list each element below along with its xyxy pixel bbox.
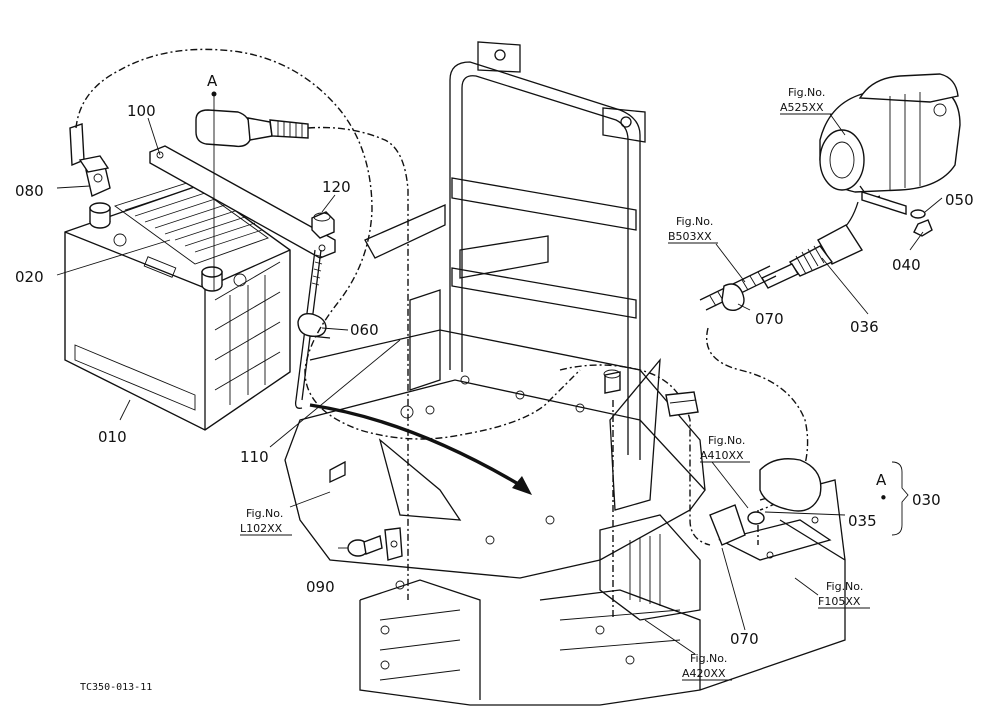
callout-a-top: A — [207, 72, 218, 90]
negative-terminal — [69, 123, 111, 197]
starter-motor — [819, 73, 961, 201]
part-label-070-bottom: 070 — [730, 630, 759, 648]
cable-clamp — [297, 312, 331, 339]
part-label-020: 020 — [15, 268, 44, 286]
svg-text:A410XX: A410XX — [700, 449, 744, 462]
fig-ref-a410xx: Fig.No. A410XX — [700, 434, 750, 463]
part-label-060: 060 — [350, 321, 379, 339]
svg-text:Fig.No.: Fig.No. — [708, 434, 745, 447]
svg-text:Fig.No.: Fig.No. — [690, 652, 727, 665]
svg-text:L102XX: L102XX — [240, 522, 283, 535]
part-label-100: 100 — [127, 102, 156, 120]
battery — [64, 181, 291, 431]
svg-text:F105XX: F105XX — [818, 595, 861, 608]
part-label-030: 030 — [912, 491, 941, 509]
part-label-120: 120 — [322, 178, 351, 196]
svg-text:A525XX: A525XX — [780, 101, 824, 114]
part-label-050: 050 — [945, 191, 974, 209]
fig-ref-a420xx: Fig.No. A420XX — [682, 652, 732, 681]
part-label-070-top: 070 — [755, 310, 784, 328]
svg-text:Fig.No.: Fig.No. — [826, 580, 863, 593]
part-label-035: 035 — [848, 512, 877, 530]
fig-ref-l102xx: Fig.No. L102XX — [240, 507, 292, 536]
fig-ref-b503xx: Fig.No. B503XX — [668, 215, 718, 244]
drawing-code: TC350-013-11 — [80, 682, 152, 693]
svg-text:Fig.No.: Fig.No. — [788, 86, 825, 99]
grommet — [665, 391, 822, 546]
positive-terminal-boot — [195, 109, 309, 148]
starter-cable — [761, 191, 907, 289]
starter-nut-washer — [910, 209, 933, 237]
part-label-010: 010 — [98, 428, 127, 446]
fig-ref-f105xx: Fig.No. F105XX — [818, 580, 870, 609]
ground-bolt-right — [603, 369, 621, 394]
callout-a-right: A — [876, 471, 887, 489]
svg-text:A420XX: A420XX — [682, 667, 726, 680]
svg-text:B503XX: B503XX — [668, 230, 712, 243]
part-label-080: 080 — [15, 182, 44, 200]
part-label-110: 110 — [240, 448, 269, 466]
fig-ref-a525xx: Fig.No. A525XX — [780, 86, 832, 115]
callout-a-right-dot: • — [879, 489, 888, 507]
seat-frame — [284, 41, 846, 706]
ground-bolt — [347, 527, 403, 561]
svg-text:Fig.No.: Fig.No. — [246, 507, 283, 520]
group-bracket — [891, 461, 909, 536]
harness-tube — [699, 265, 777, 311]
hold-down-bar — [149, 145, 336, 259]
part-label-036: 036 — [850, 318, 879, 336]
svg-text:Fig.No.: Fig.No. — [676, 215, 713, 228]
callout-a-top-dot — [211, 91, 217, 97]
ground-strap — [309, 403, 532, 495]
part-label-040: 040 — [892, 256, 921, 274]
part-label-090: 090 — [306, 578, 335, 596]
leader-lines — [56, 94, 943, 655]
